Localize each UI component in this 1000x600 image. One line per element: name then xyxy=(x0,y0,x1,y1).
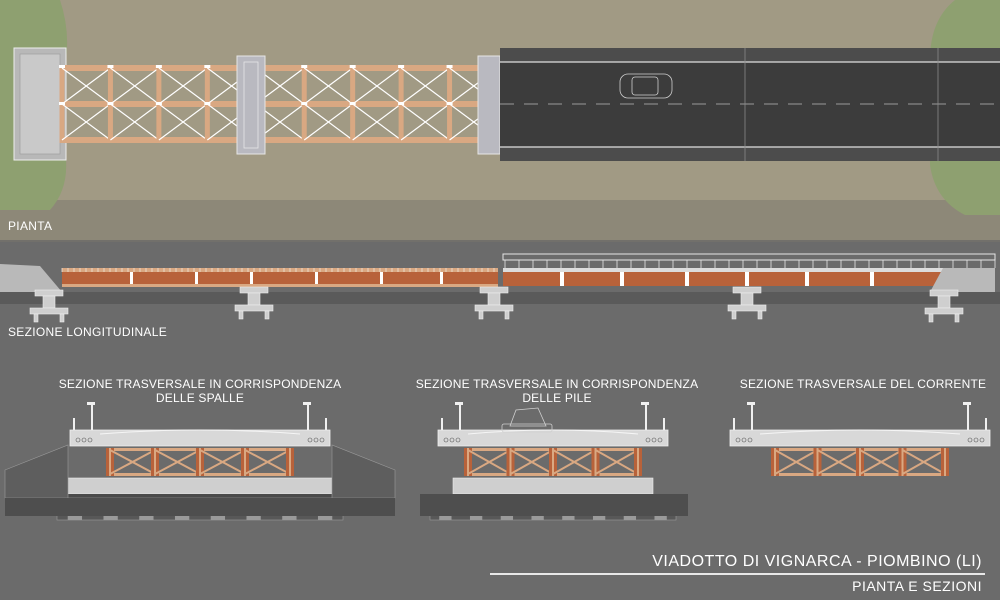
section-title-line: SEZIONE TRASVERSALE IN CORRISPONDENZA xyxy=(415,377,699,391)
plan-label: PIANTA xyxy=(8,219,53,233)
cross-section-pier xyxy=(420,402,688,521)
section-title-line: SEZIONE TRASVERSALE IN CORRISPONDENZA xyxy=(58,377,342,391)
longitudinal-section xyxy=(0,253,1000,323)
title-rule xyxy=(490,573,985,575)
pier-plan xyxy=(477,55,501,155)
cross-section-abutment xyxy=(4,402,396,521)
pier-plan xyxy=(236,55,266,155)
drawing-subtitle: PIANTA E SEZIONI xyxy=(852,578,982,594)
section-title-beam: SEZIONE TRASVERSALE DEL CORRENTE xyxy=(718,377,1000,391)
section-title-abutment: SEZIONE TRASVERSALE IN CORRISPONDENZA DE… xyxy=(40,377,360,405)
section-title-line: DELLE PILE xyxy=(522,391,592,405)
steel-truss-plan xyxy=(59,65,501,143)
section-title-pier: SEZIONE TRASVERSALE IN CORRISPONDENZA DE… xyxy=(397,377,717,405)
cross-section-beam xyxy=(729,402,991,476)
drawing-title: VIADOTTO DI VIGNARCA - PIOMBINO (LI) xyxy=(652,553,982,570)
longitudinal-label: SEZIONE LONGITUDINALE xyxy=(8,325,167,339)
car-plan xyxy=(619,73,673,99)
section-title-line: SEZIONE TRASVERSALE DEL CORRENTE xyxy=(739,377,987,391)
section-title-line: DELLE SPALLE xyxy=(155,391,245,405)
plan-view xyxy=(0,0,1000,242)
